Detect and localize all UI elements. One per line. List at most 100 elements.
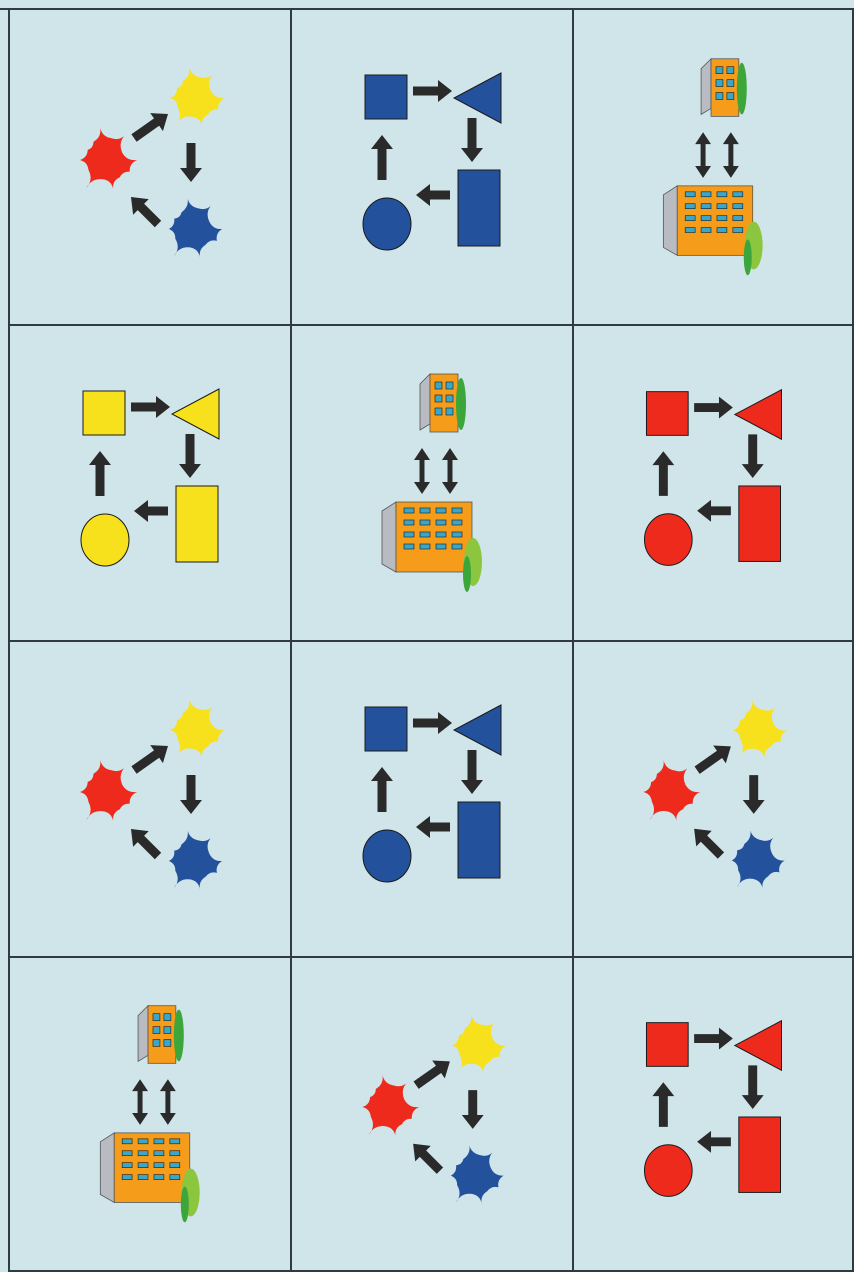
arrow-red-to-yellow <box>695 745 731 773</box>
arrow-circle-to-square <box>371 767 393 812</box>
shapes-cycle-icon <box>644 1021 781 1197</box>
buildings-exchange-icon <box>382 374 482 592</box>
arrow-red-to-yellow <box>131 745 168 774</box>
yellow-blob <box>452 1014 506 1073</box>
card-2-3[interactable] <box>574 326 854 642</box>
blue-blob <box>451 1143 504 1204</box>
yellow-blob <box>170 698 225 758</box>
buildings-exchange-icon <box>100 1006 199 1223</box>
arrow-blue-to-red <box>413 1144 443 1174</box>
shapes-cycle-icon <box>363 705 501 882</box>
red-blob <box>643 760 700 821</box>
arrow-square-to-triangle <box>413 712 452 734</box>
shapes-cycle-icon <box>574 958 852 1270</box>
square-shape <box>365 707 407 751</box>
shapes-cycle-icon <box>292 642 572 956</box>
arrow-yellow-to-blue <box>462 1090 484 1129</box>
buildings-exchange-icon <box>10 958 290 1270</box>
color-blobs-cycle-icon <box>10 10 290 324</box>
buildings-exchange-icon <box>574 10 852 324</box>
small-house-icon <box>138 1006 184 1064</box>
red-blob <box>80 127 137 188</box>
shapes-cycle-icon <box>81 389 219 566</box>
arrow-red-to-yellow <box>414 1060 450 1088</box>
rectangle-shape <box>176 486 218 562</box>
square-shape <box>646 1023 688 1067</box>
red-blob <box>362 1075 419 1136</box>
red-blob <box>80 759 137 820</box>
arrow-square-to-triangle <box>413 80 452 102</box>
card-1-3[interactable] <box>574 10 854 326</box>
arrow-rectangle-to-circle <box>697 500 731 522</box>
rectangle-shape <box>739 1117 781 1192</box>
card-3-2[interactable] <box>292 642 574 958</box>
blue-blob <box>169 197 222 258</box>
card-2-1[interactable] <box>10 326 292 642</box>
triangle-shape <box>454 705 501 755</box>
arrow-circle-to-square <box>89 451 111 496</box>
arrow-circle-to-square <box>652 451 674 496</box>
arrow-triangle-to-rectangle <box>461 750 483 794</box>
arrow-yellow-to-blue <box>743 775 765 814</box>
arrow-blue-to-red <box>694 829 724 859</box>
shapes-cycle-icon <box>574 326 852 640</box>
card-3-1[interactable] <box>10 642 292 958</box>
arrow-blue-to-red <box>131 829 161 859</box>
arrow-triangle-to-rectangle <box>742 1065 764 1109</box>
triangle-shape <box>735 390 782 440</box>
blue-blob <box>732 828 785 888</box>
triangle-shape <box>172 389 219 439</box>
triangle-shape <box>735 1021 782 1071</box>
double-arrow-right <box>723 132 739 178</box>
apartment-block-icon <box>663 186 762 275</box>
color-blobs-cycle-icon <box>10 642 290 956</box>
triangle-shape <box>454 73 501 123</box>
rectangle-shape <box>458 802 500 878</box>
buildings-exchange-icon <box>292 326 572 640</box>
color-blobs-cycle-icon <box>643 699 787 889</box>
arrow-yellow-to-blue <box>180 775 202 814</box>
shapes-cycle-icon <box>292 10 572 324</box>
card-1-1[interactable] <box>10 10 292 326</box>
shapes-cycle-icon <box>363 73 501 250</box>
card-4-3[interactable] <box>574 958 854 1272</box>
arrow-square-to-triangle <box>694 1028 733 1050</box>
card-2-2[interactable] <box>292 326 574 642</box>
rectangle-shape <box>458 170 500 246</box>
arrow-square-to-triangle <box>694 397 733 419</box>
circle-shape <box>644 514 692 566</box>
arrow-blue-to-red <box>131 197 161 227</box>
blue-blob <box>169 829 222 890</box>
circle-shape <box>644 1145 692 1197</box>
buildings-exchange-icon <box>663 59 762 275</box>
color-blobs-cycle-icon <box>80 698 225 889</box>
color-blobs-cycle-icon <box>574 642 852 956</box>
square-shape <box>646 392 688 436</box>
arrow-triangle-to-rectangle <box>742 434 764 478</box>
arrow-triangle-to-rectangle <box>461 118 483 162</box>
double-arrow-right <box>160 1079 176 1125</box>
card-1-2[interactable] <box>292 10 574 326</box>
double-arrow-left <box>414 448 430 494</box>
arrow-rectangle-to-circle <box>416 184 450 206</box>
card-3-3[interactable] <box>574 642 854 958</box>
double-arrow-left <box>695 132 711 178</box>
color-blobs-cycle-icon <box>292 958 572 1270</box>
arrow-triangle-to-rectangle <box>179 434 201 478</box>
arrow-circle-to-square <box>371 135 393 180</box>
arrow-rectangle-to-circle <box>416 816 450 838</box>
double-arrow-right <box>442 448 458 494</box>
circle-shape <box>81 514 129 566</box>
small-house-icon <box>420 374 466 432</box>
card-4-1[interactable] <box>10 958 292 1272</box>
shapes-cycle-icon <box>10 326 290 640</box>
arrow-square-to-triangle <box>131 396 170 418</box>
color-blobs-cycle-icon <box>80 66 225 257</box>
arrow-yellow-to-blue <box>180 143 202 182</box>
square-shape <box>365 75 407 119</box>
card-4-2[interactable] <box>292 958 574 1272</box>
double-arrow-left <box>132 1079 148 1125</box>
small-house-icon <box>701 59 747 117</box>
arrow-rectangle-to-circle <box>697 1131 731 1153</box>
